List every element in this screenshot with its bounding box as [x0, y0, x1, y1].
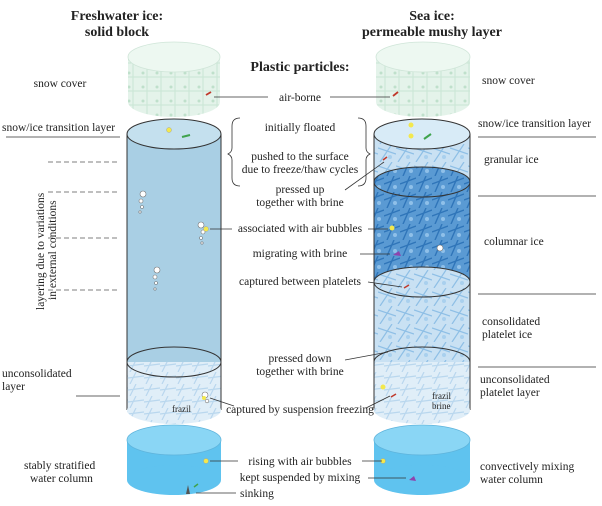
sea-ice-subtitle: permeable mushy layer	[362, 25, 502, 40]
freshwater-ice-cylinder	[126, 118, 222, 378]
freshwater-unconsolidated-layer	[126, 361, 222, 424]
label-pressed-down-1: pressed down	[269, 353, 332, 365]
label-rising: rising with air bubbles	[248, 456, 352, 468]
label-transition-left: snow/ice transition layer	[2, 122, 115, 134]
label-convective-1: convectively mixing	[480, 461, 574, 473]
label-pushed-2: due to freeze/thaw cycles	[242, 164, 359, 176]
label-columnar-ice: columnar ice	[484, 236, 544, 248]
plastic-particles-title: Plastic particles:	[250, 60, 349, 75]
label-layering-2: in external conditions	[47, 200, 59, 300]
label-frazil-left: frazil	[172, 404, 191, 414]
label-initially-floated: initially floated	[265, 122, 336, 134]
label-pressed-down-2: together with brine	[256, 366, 344, 378]
label-pressed-up-2: together with brine	[256, 197, 344, 209]
particles-left	[166, 91, 212, 494]
left-brace	[227, 117, 241, 187]
label-brine-right: brine	[432, 401, 451, 411]
sea-water-disk	[373, 424, 471, 495]
label-stably-2: water column	[30, 473, 93, 485]
label-air-borne: air-borne	[279, 92, 321, 104]
label-stably-1: stably stratified	[24, 460, 95, 472]
label-unconsolidated-right-2: platelet layer	[480, 387, 540, 399]
label-unconsolidated-left-2: layer	[2, 381, 25, 393]
label-consolidated-2: platelet ice	[482, 329, 532, 341]
label-granular-ice: granular ice	[484, 154, 539, 166]
freshwater-subtitle: solid block	[85, 25, 149, 40]
label-unconsolidated-right-1: unconsolidated	[480, 374, 550, 386]
label-consolidated-1: consolidated	[482, 316, 540, 328]
label-captured-platelets: captured between platelets	[239, 276, 361, 288]
sea-ice-cylinder	[373, 118, 471, 378]
label-snow-cover-left: snow cover	[34, 78, 87, 90]
label-sinking: sinking	[240, 488, 274, 500]
label-pushed-1: pushed to the surface	[251, 151, 348, 163]
sea-snow-disk	[375, 41, 471, 117]
sea-unconsolidated-layer	[373, 362, 471, 424]
label-convective-2: water column	[480, 474, 543, 486]
label-unconsolidated-left-1: unconsolidated	[2, 368, 72, 380]
label-migrating: migrating with brine	[253, 248, 348, 260]
label-layering-1: layering due to variations	[35, 192, 47, 310]
label-frazil-right: frazil	[432, 391, 451, 401]
sea-ice-title: Sea ice:	[409, 9, 454, 24]
freshwater-title: Freshwater ice:	[71, 9, 163, 24]
freshwater-snow-disk	[127, 41, 221, 117]
particles-right	[380, 91, 444, 481]
right-brace	[357, 117, 371, 187]
label-kept-suspended: kept suspended by mixing	[240, 472, 361, 484]
label-captured-suspension: captured by suspension freezing	[226, 404, 374, 416]
label-snow-cover-right: snow cover	[482, 75, 535, 87]
label-transition-right: snow/ice transition layer	[478, 118, 591, 130]
label-air-bubbles: associated with air bubbles	[238, 223, 363, 235]
label-pressed-up-1: pressed up	[276, 184, 325, 196]
